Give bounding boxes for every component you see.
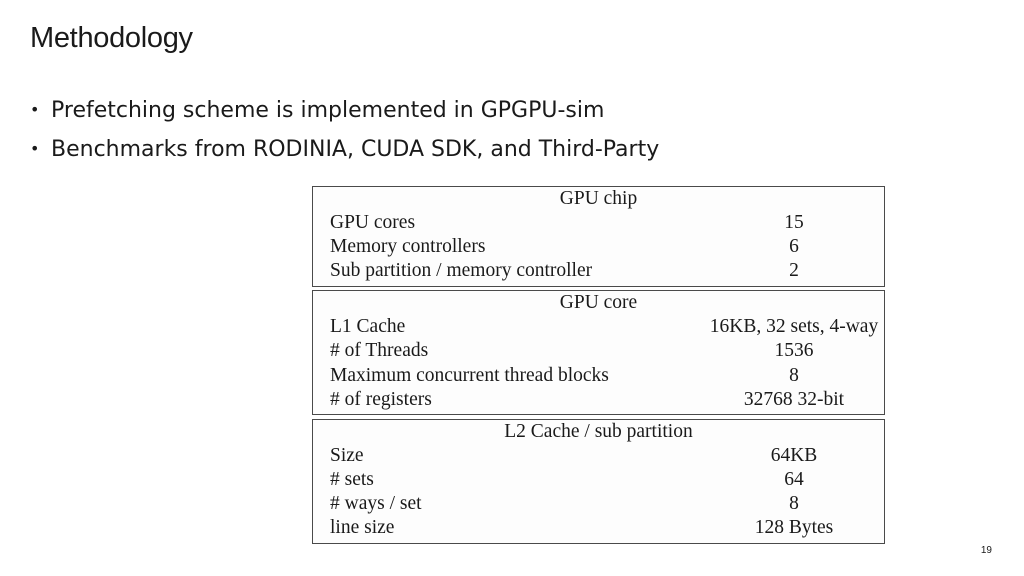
config-table-figure: GPU chip GPU cores 15 Memory controllers… bbox=[312, 186, 887, 544]
table-row: # of registers 32768 32-bit bbox=[330, 388, 868, 412]
bullet-text: Benchmarks from RODINIA, CUDA SDK, and T… bbox=[51, 137, 660, 162]
section-heading: GPU core bbox=[559, 292, 638, 313]
section-heading: L2 Cache / sub partition bbox=[504, 421, 693, 442]
table-row: Sub partition / memory controller 2 bbox=[330, 259, 868, 283]
row-label: # ways / set bbox=[330, 493, 422, 514]
row-value: 32768 32-bit bbox=[743, 389, 845, 410]
row-value: 8 bbox=[789, 365, 799, 386]
table-row: line size 128 Bytes bbox=[330, 516, 868, 540]
row-value: 64KB bbox=[770, 445, 818, 466]
table-row: L1 Cache 16KB, 32 sets, 4-way bbox=[330, 315, 878, 339]
table-row: # ways / set 8 bbox=[330, 492, 868, 516]
table-row: Size 64KB bbox=[330, 444, 868, 468]
row-value: 64 bbox=[784, 469, 804, 490]
bullet-text: Prefetching scheme is implemented in GPG… bbox=[51, 98, 605, 123]
table-section-gpu-core: GPU core L1 Cache 16KB, 32 sets, 4-way #… bbox=[312, 290, 885, 415]
bullet-item: • Benchmarks from RODINIA, CUDA SDK, and … bbox=[30, 132, 659, 171]
table-row: Memory controllers 6 bbox=[330, 235, 868, 259]
table-section-gpu-chip: GPU chip GPU cores 15 Memory controllers… bbox=[312, 186, 885, 287]
row-label: Sub partition / memory controller bbox=[330, 260, 593, 281]
row-label: GPU cores bbox=[330, 212, 416, 233]
table-row: GPU cores 15 bbox=[330, 211, 868, 235]
row-label: # of registers bbox=[330, 389, 432, 410]
row-value: 6 bbox=[789, 236, 799, 257]
row-value: 15 bbox=[784, 212, 804, 233]
table-row: # sets 64 bbox=[330, 468, 868, 492]
bullet-list: • Prefetching scheme is implemented in GP… bbox=[30, 93, 659, 171]
table-row: Maximum concurrent thread blocks 8 bbox=[330, 364, 868, 388]
row-value: 128 Bytes bbox=[754, 517, 834, 538]
table-section-l2-cache: L2 Cache / sub partition Size 64KB # set… bbox=[312, 419, 885, 544]
slide-title: Methodology bbox=[30, 22, 193, 54]
row-label: Size bbox=[330, 445, 364, 466]
row-value: 2 bbox=[789, 260, 799, 281]
table-row: # of Threads 1536 bbox=[330, 339, 868, 363]
row-label: L1 Cache bbox=[330, 316, 406, 337]
page-number: 19 bbox=[980, 545, 992, 556]
row-value: 8 bbox=[789, 493, 799, 514]
row-label: Maximum concurrent thread blocks bbox=[330, 365, 609, 386]
row-label: # sets bbox=[330, 469, 374, 490]
row-value: 1536 bbox=[774, 340, 814, 361]
bullet-icon: • bbox=[30, 100, 40, 119]
row-label: Memory controllers bbox=[330, 236, 486, 257]
row-label: line size bbox=[330, 517, 395, 538]
row-label: # of Threads bbox=[330, 340, 429, 361]
bullet-icon: • bbox=[30, 139, 40, 158]
section-heading: GPU chip bbox=[559, 188, 638, 209]
bullet-item: • Prefetching scheme is implemented in GP… bbox=[30, 93, 659, 132]
row-value: 16KB, 32 sets, 4-way bbox=[709, 316, 879, 337]
